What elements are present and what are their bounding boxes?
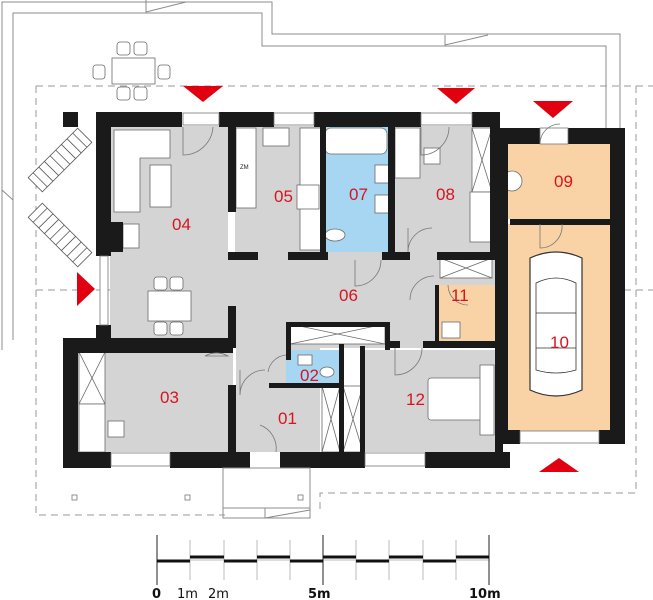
scale-label-2m: 2m: [208, 587, 229, 600]
shower: [469, 191, 493, 243]
scale-label-5m: 5m: [308, 587, 331, 600]
room-label-06: 06: [339, 286, 358, 305]
room-labels: 01 02 03 04 05 06 07 08 09 10 11 12: [160, 172, 573, 428]
washing-machine-label: ZM: [240, 165, 249, 171]
room-label-10: 10: [550, 333, 569, 352]
fireplace: [122, 223, 140, 249]
roof-outline: [1, 0, 621, 350]
bathtub: [324, 127, 388, 155]
bed: [427, 377, 484, 421]
washbasin: [374, 194, 390, 214]
desk: [394, 127, 421, 179]
scale-label-0: 0: [152, 587, 161, 600]
furniture: [27, 41, 583, 453]
room-label-09: 09: [554, 172, 573, 191]
arrow-down-icon: [183, 86, 223, 102]
door-swings: [182, 123, 563, 453]
scale-bar: 0 1m 2m 5m 10m: [152, 535, 501, 600]
room-label-04: 04: [172, 215, 191, 234]
post-markers: [71, 494, 304, 501]
arrow-down-icon: [437, 88, 475, 104]
office-chair: [423, 147, 441, 165]
stove: [296, 184, 320, 210]
sun-lounger: [27, 202, 93, 268]
scale-label-10m: 10m: [469, 587, 501, 600]
terrace-table: [111, 57, 156, 85]
toilet-02: [319, 366, 335, 378]
room-label-01: 01: [278, 409, 297, 428]
windows: [99, 112, 600, 467]
arrow-up-icon: [539, 458, 579, 472]
sink: [262, 127, 290, 147]
walls: [63, 112, 625, 468]
room-label-11: 11: [451, 286, 469, 305]
dining-table: [147, 290, 192, 322]
desk-03: [78, 403, 106, 453]
room-label-08: 08: [436, 185, 455, 204]
room-label-03: 03: [160, 388, 179, 407]
washbasin-02: [297, 354, 313, 366]
sun-lounger: [27, 127, 93, 193]
room-label-05: 05: [274, 187, 293, 206]
car: [529, 251, 583, 397]
office-chair-03: [107, 420, 125, 438]
boiler: [441, 321, 461, 339]
room-label-07: 07: [349, 185, 368, 204]
room-label-12: 12: [406, 390, 425, 409]
arrow-right-icon: [77, 272, 95, 306]
entrance-steps: [222, 467, 311, 519]
room-label-02: 02: [300, 366, 319, 385]
coffee-table: [149, 164, 172, 208]
washbasin: [374, 164, 390, 184]
toilet: [324, 228, 346, 242]
entry-arrows: [77, 86, 579, 472]
arrow-down-icon: [533, 101, 573, 118]
scale-label-1m: 1m: [177, 587, 198, 600]
sofa: [113, 129, 171, 213]
